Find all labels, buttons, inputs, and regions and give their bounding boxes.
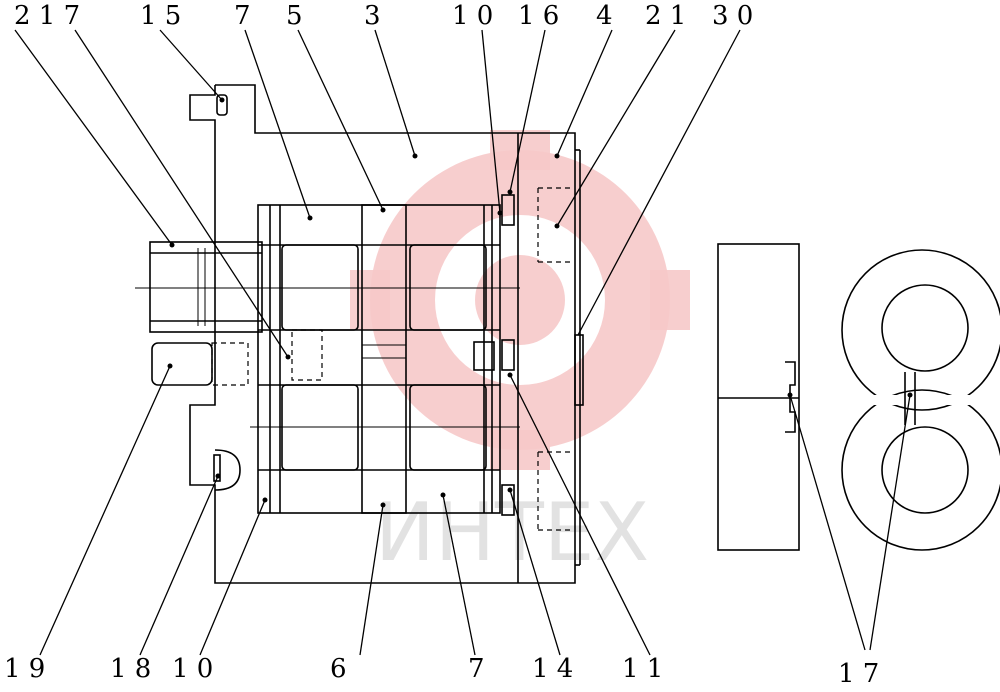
- label-3: 3: [364, 1, 381, 31]
- label-21: 2 1: [645, 1, 686, 31]
- leader-lines: [14, 29, 913, 656]
- label-19: 1 9: [4, 654, 45, 684]
- label-5: 5: [286, 1, 303, 31]
- watermark-text: ИНТЕХ: [375, 486, 649, 579]
- label-10-bottom: 1 0: [172, 654, 213, 684]
- label-18: 1 8: [110, 654, 151, 684]
- watermark-gear-logo: [350, 130, 690, 470]
- label-14: 1 4: [532, 654, 573, 684]
- label-7-top: 7: [234, 1, 251, 31]
- label-2-17: 2 1 7: [14, 1, 80, 31]
- label-16: 1 6: [518, 1, 559, 31]
- label-30: 3 0: [712, 1, 753, 31]
- part-labels: 2 1 7 1 5 7 5 3 1 0 1 6 4 2 1 3 0 1 9 1 …: [4, 1, 879, 689]
- side-view-block: [717, 243, 800, 551]
- label-11: 1 1: [622, 654, 663, 684]
- label-6: 6: [330, 654, 347, 684]
- label-7-bottom: 7: [468, 654, 485, 684]
- end-view-gears: [841, 249, 1000, 551]
- label-10-top: 1 0: [452, 1, 493, 31]
- label-17-bottom: 1 7: [838, 659, 879, 689]
- main-housing: [135, 84, 584, 584]
- label-4: 4: [596, 1, 613, 31]
- label-15: 1 5: [140, 1, 181, 31]
